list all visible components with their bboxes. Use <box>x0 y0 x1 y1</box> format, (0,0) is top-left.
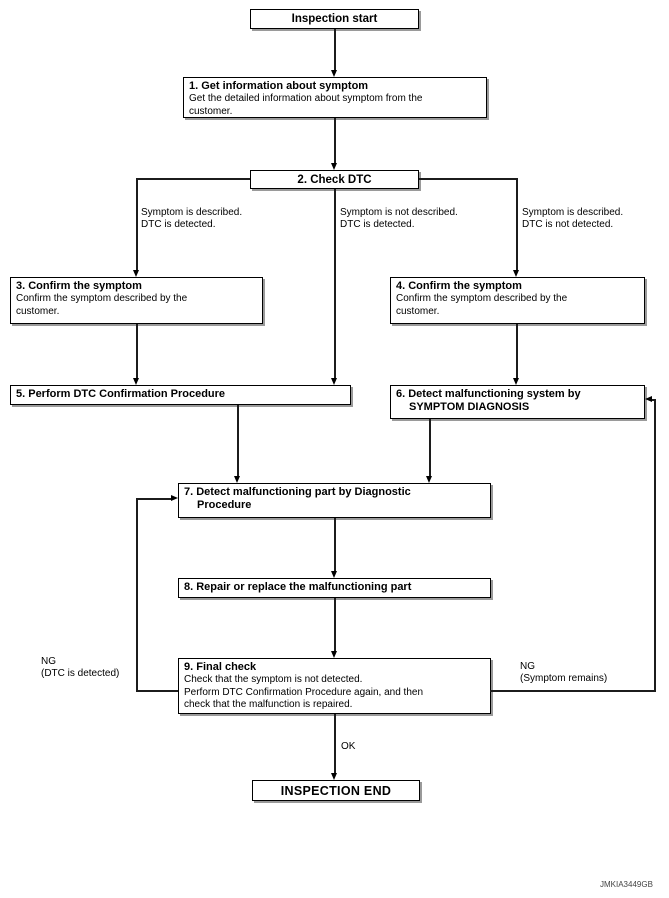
step-4-node: 4. Confirm the symptom Confirm the sympt… <box>390 277 645 324</box>
branch-label-middle-line2: DTC is detected. <box>340 219 415 230</box>
branch-label-left-line1: Symptom is described. <box>141 207 243 218</box>
step-9-body-line1: Check that the symptom is not detected. <box>184 674 363 685</box>
step-1-node: 1. Get information about symptom Get the… <box>183 77 487 118</box>
edge-4-to-6 <box>516 324 518 380</box>
start-node: Inspection start <box>250 9 419 29</box>
edge-2-to-4 <box>419 178 518 180</box>
arrowhead-right-icon <box>171 495 178 501</box>
step-6-title-line2: SYMPTOM DIAGNOSIS <box>409 401 530 413</box>
edge-9-to-end <box>334 714 336 775</box>
step-9-node: 9. Final check Check that the symptom is… <box>178 658 491 714</box>
edge-9-to-6-ng-loop <box>650 399 656 401</box>
arrowhead-down-icon <box>133 270 139 277</box>
start-node-label: Inspection start <box>291 13 378 25</box>
inspection-end-label: INSPECTION END <box>280 783 392 798</box>
step-4-title: 4. Confirm the symptom <box>396 280 522 292</box>
edge-9-to-7-ng-loop <box>136 499 138 691</box>
ok-label: OK <box>341 741 356 752</box>
step-3-node: 3. Confirm the symptom Confirm the sympt… <box>10 277 263 324</box>
arrowhead-down-icon <box>331 773 337 780</box>
step-9-body-line2: Perform DTC Confirmation Procedure again… <box>184 686 424 698</box>
edge-8-to-9 <box>334 598 336 653</box>
step-8-title: 8. Repair or replace the malfunctioning … <box>184 580 412 593</box>
step-5-title: 5. Perform DTC Confirmation Procedure <box>16 387 226 400</box>
step-5-node: 5. Perform DTC Confirmation Procedure <box>10 385 351 405</box>
branch-label-middle: Symptom is not described. DTC is detecte… <box>340 207 458 231</box>
inspection-end-node: INSPECTION END <box>252 780 420 801</box>
edge-9-to-6-ng-loop <box>490 690 656 692</box>
arrowhead-down-icon <box>133 378 139 385</box>
arrowhead-down-icon <box>513 270 519 277</box>
branch-label-right: Symptom is described. DTC is not detecte… <box>522 207 623 231</box>
step-3-body-line2: customer. <box>16 305 60 317</box>
arrowhead-down-icon <box>331 70 337 77</box>
arrowhead-down-icon <box>331 571 337 578</box>
step-3-body-line1: Confirm the symptom described by the <box>16 293 188 304</box>
edge-9-to-7-ng-loop <box>136 690 178 692</box>
edge-7-to-8 <box>334 518 336 573</box>
edge-9-to-7-ng-loop <box>136 498 172 500</box>
arrowhead-down-icon <box>426 476 432 483</box>
figure-code: JMKIA3449GB <box>600 880 653 889</box>
step-1-title: 1. Get information about symptom <box>189 80 369 92</box>
edge-2-to-3 <box>136 178 138 270</box>
edge-9-to-6-ng-loop <box>654 399 656 691</box>
step-7-node: 7. Detect malfunctioning part by Diagnos… <box>178 483 491 518</box>
step-6-title: 6. Detect malfunctioning system by SYMPT… <box>391 386 644 414</box>
step-4-body-line2: customer. <box>396 305 440 317</box>
ng-right-label-line1: NG <box>520 661 535 672</box>
edge-2-to-5 <box>334 189 336 379</box>
arrowhead-down-icon <box>331 651 337 658</box>
edge-2-to-4 <box>516 178 518 270</box>
branch-label-right-line2: DTC is not detected. <box>522 219 614 230</box>
step-6-node: 6. Detect malfunctioning system by SYMPT… <box>390 385 645 419</box>
step-3-title: 3. Confirm the symptom <box>16 280 142 292</box>
edge-6-to-7 <box>429 419 431 478</box>
arrowhead-down-icon <box>513 378 519 385</box>
step-7-title-line2: Procedure <box>197 499 252 511</box>
branch-label-middle-line1: Symptom is not described. <box>340 207 458 218</box>
arrowhead-down-icon <box>331 378 337 385</box>
arrowhead-down-icon <box>234 476 240 483</box>
ng-left-label-line2: (DTC is detected) <box>41 668 120 679</box>
edge-2-to-3 <box>136 178 250 180</box>
ng-left-label-line1: NG <box>41 656 56 667</box>
ng-right-label-line2: (Symptom remains) <box>520 673 608 684</box>
arrowhead-left-icon <box>645 396 652 402</box>
step-4-body-line1: Confirm the symptom described by the <box>396 293 568 304</box>
step-9-title: 9. Final check <box>184 661 257 673</box>
edge-1-to-2 <box>334 118 336 165</box>
branch-label-left: Symptom is described. DTC is detected. <box>141 207 242 231</box>
step-1-body-line2: customer. <box>189 105 233 117</box>
edge-start-to-1 <box>334 29 336 72</box>
arrowhead-down-icon <box>331 163 337 170</box>
step-1-body-line1: Get the detailed information about sympt… <box>189 93 423 104</box>
step-2-node: 2. Check DTC <box>250 170 419 189</box>
branch-label-right-line1: Symptom is described. <box>522 207 624 218</box>
step-7-title: 7. Detect malfunctioning part by Diagnos… <box>179 484 490 512</box>
ng-left-label: NG (DTC is detected) <box>41 656 119 680</box>
step-9-body-line3: check that the malfunction is repaired. <box>184 699 353 710</box>
edge-3-to-5 <box>136 324 138 380</box>
edge-5-to-7 <box>237 405 239 478</box>
ng-right-label: NG (Symptom remains) <box>520 661 607 685</box>
step-8-node: 8. Repair or replace the malfunctioning … <box>178 578 491 598</box>
step-2-title: 2. Check DTC <box>297 173 372 186</box>
branch-label-left-line2: DTC is detected. <box>141 219 216 230</box>
step-6-title-line1: 6. Detect malfunctioning system by <box>396 388 581 400</box>
step-7-title-line1: 7. Detect malfunctioning part by Diagnos… <box>184 486 411 498</box>
